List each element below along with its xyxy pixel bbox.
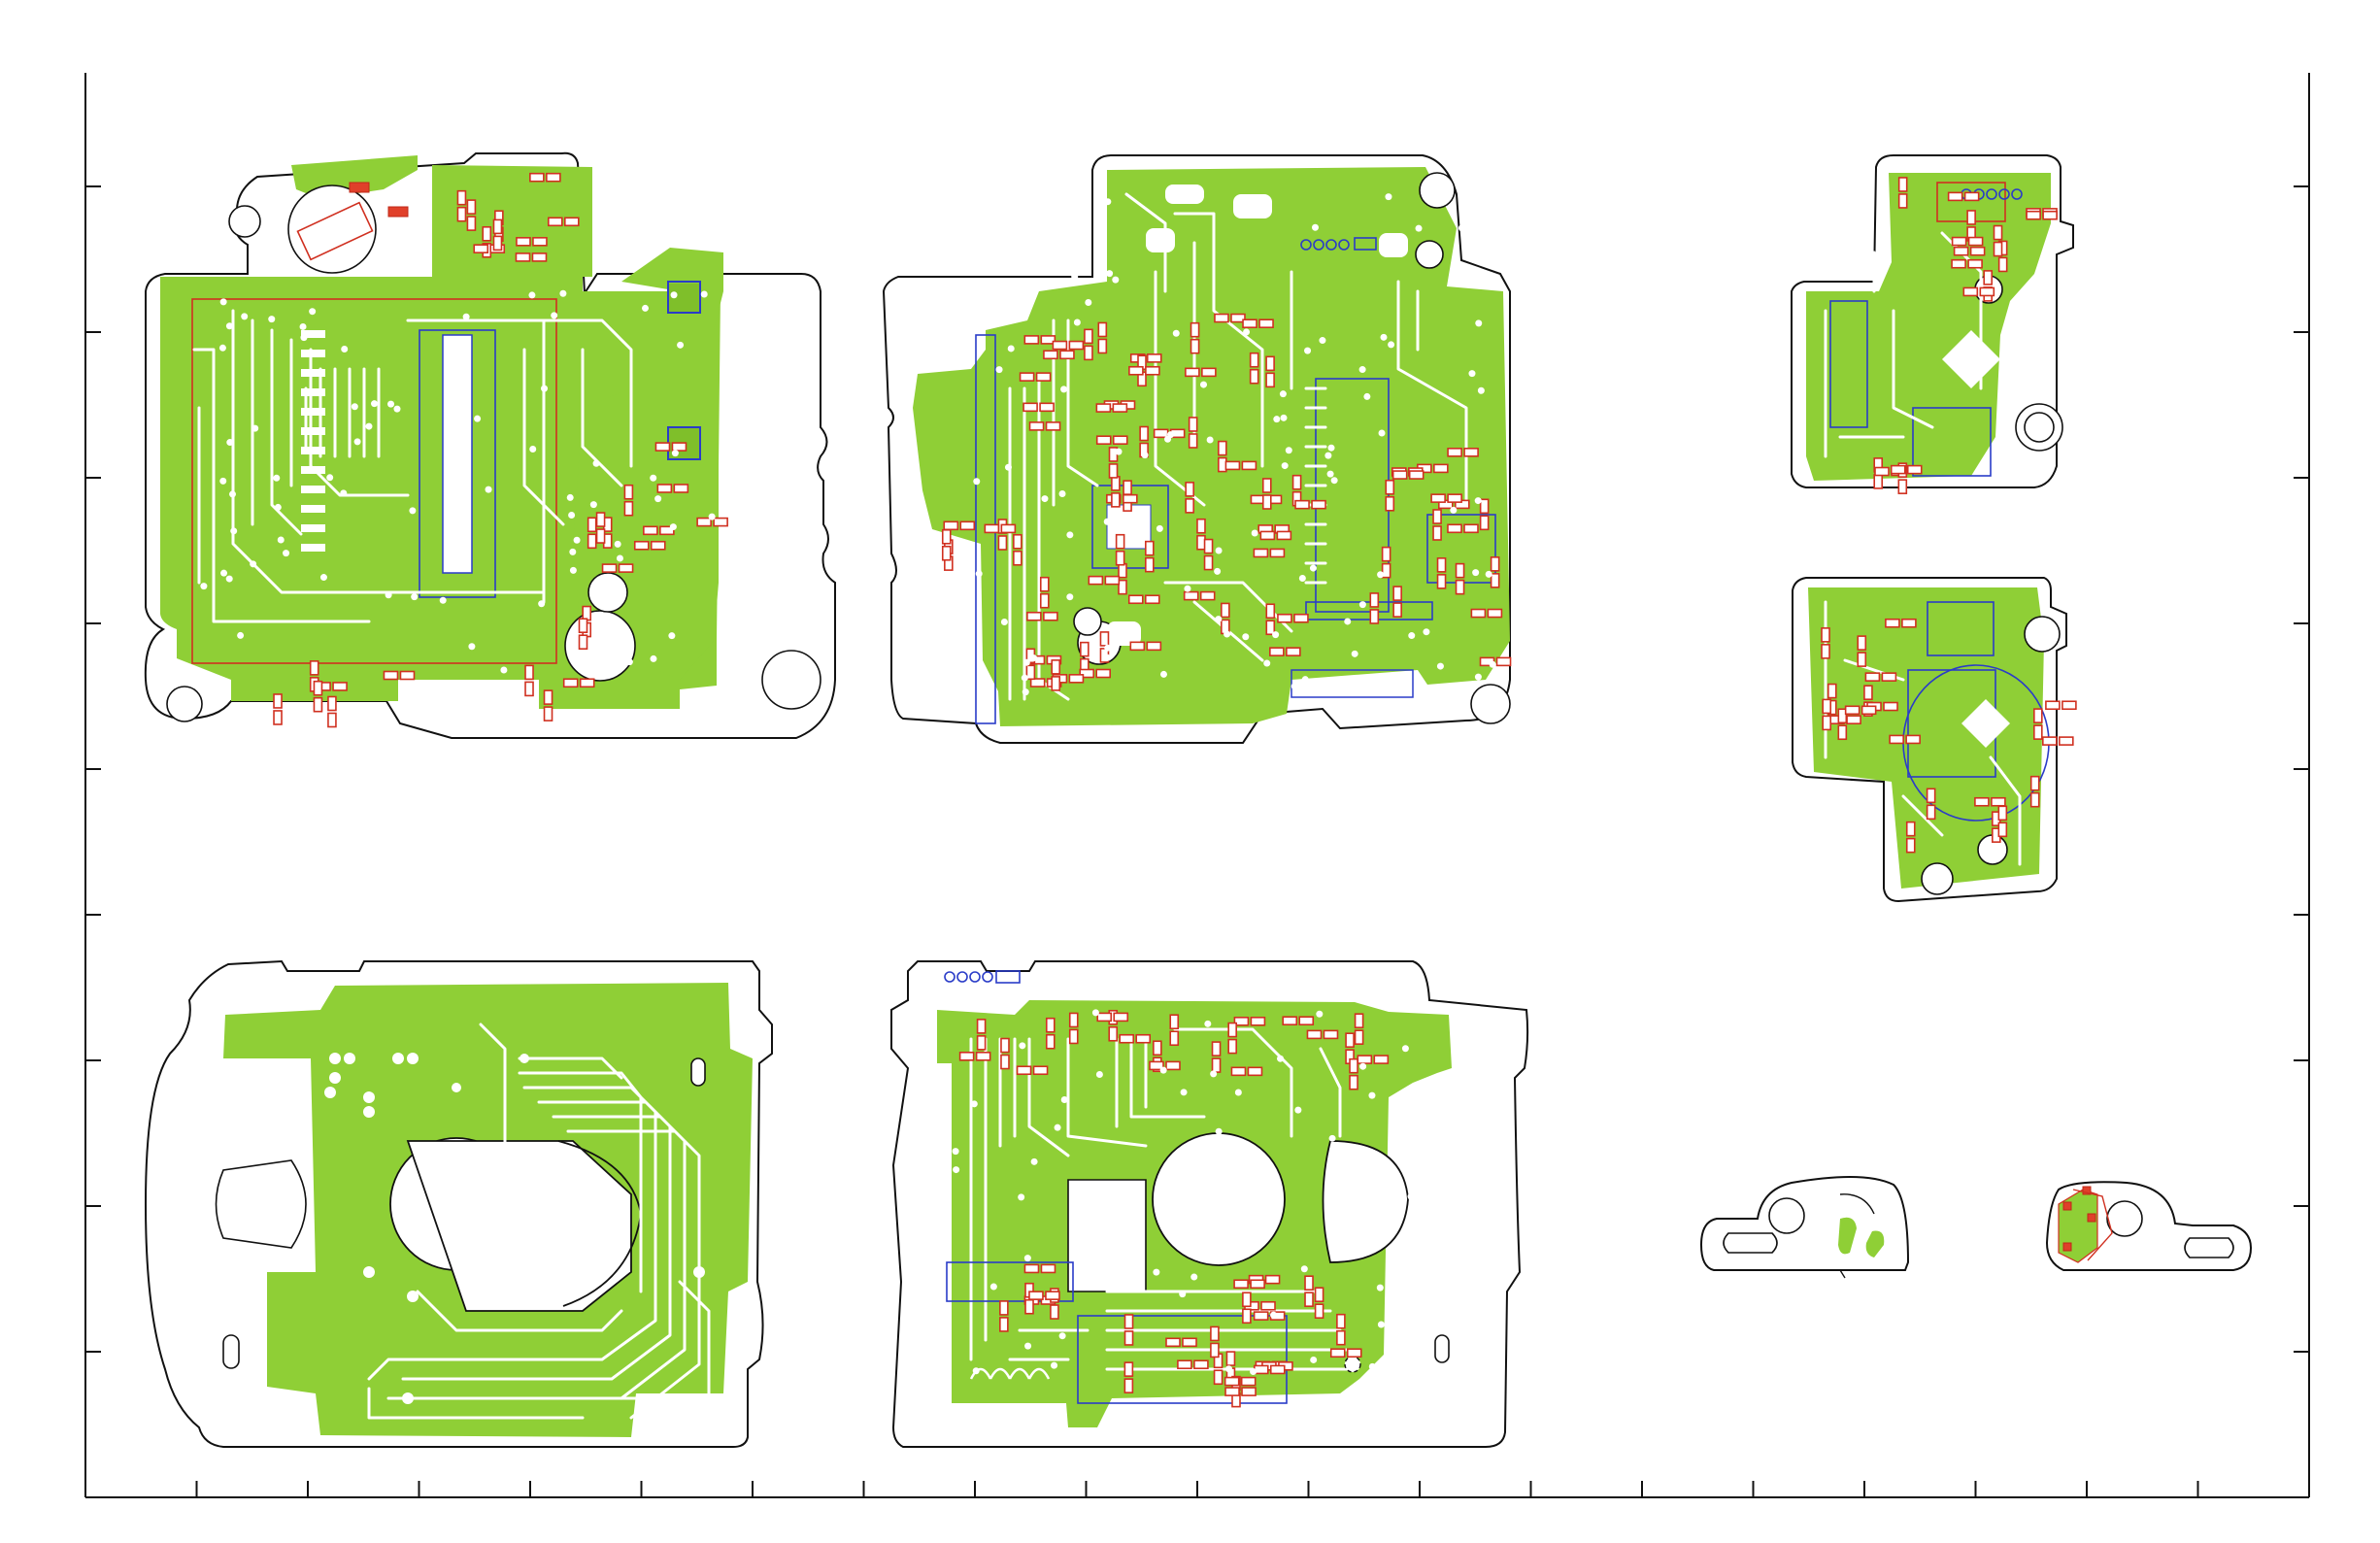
board-top-left (146, 153, 835, 738)
board-top-center (884, 155, 1511, 743)
board-bottom-center (891, 961, 1527, 1447)
frame-bottom-ticks (197, 1481, 2198, 1497)
board-bottom-right-small-a (1701, 1177, 1908, 1278)
board-top-right-lower (1793, 578, 2076, 901)
board-bottom-right-small-b (2047, 1182, 2251, 1270)
board-top-right-upper (1792, 155, 2073, 493)
board-bottom-left (146, 961, 772, 1447)
